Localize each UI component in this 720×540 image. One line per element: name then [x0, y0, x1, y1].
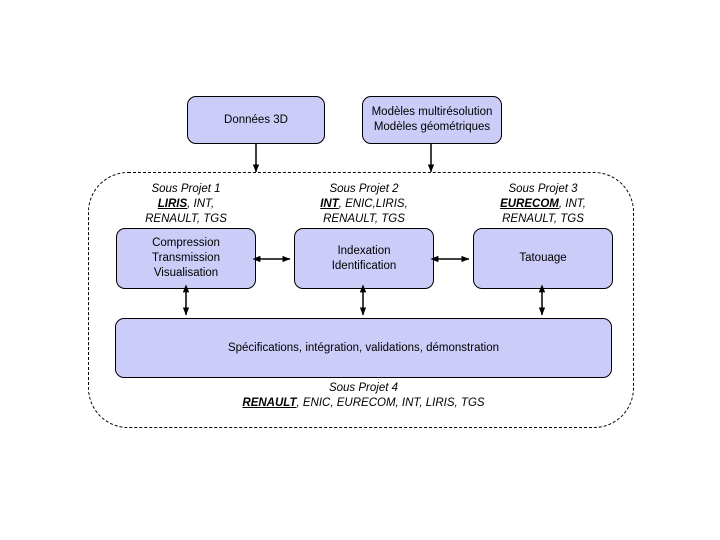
sous-projet-1-lead: LIRIS: [157, 198, 188, 210]
sous-projet-2-title: Sous Projet 2: [329, 183, 399, 195]
process-box-compression-line2: Transmission: [152, 252, 220, 264]
sous-projet-3-partners: , INT,: [558, 198, 586, 210]
sous-projet-1-title: Sous Projet 1: [151, 183, 221, 195]
sous-projet-3-lead: EURECOM: [500, 198, 559, 210]
process-box-tatouage[interactable]: Tatouage: [473, 228, 613, 289]
input-box-modeles-line1: Modèles multirésolution: [371, 106, 493, 118]
connector-donnees-to-region: [252, 144, 260, 173]
connector-compression-indexation: [252, 255, 291, 263]
connector-indexation-specifications: [359, 284, 367, 316]
integration-box-label: Spécifications, intégration, validations…: [227, 341, 500, 354]
input-box-modeles[interactable]: Modèles multirésolution Modèles géométri…: [362, 96, 502, 144]
sous-projet-1-partners: , INT,: [187, 198, 215, 210]
sous-projet-1-partners-line2: RENAULT, TGS: [145, 213, 227, 225]
sous-projet-4-partners: , ENIC, EURECOM, INT, LIRIS, TGS: [296, 397, 485, 409]
input-box-donnees-3d-label: Données 3D: [224, 113, 288, 126]
connector-indexation-tatouage: [430, 255, 470, 263]
sous-projet-3-title: Sous Projet 3: [508, 183, 578, 195]
connector-tatouage-specifications: [538, 284, 546, 316]
process-box-indexation[interactable]: Indexation Identification: [294, 228, 434, 289]
process-box-indexation-line1: Indexation: [337, 244, 391, 257]
connector-modeles-to-region: [427, 144, 435, 173]
sous-projet-4-caption: Sous Projet 4 RENAULT, ENIC, EURECOM, IN…: [115, 381, 612, 411]
sous-projet-2-lead: INT: [320, 198, 339, 210]
input-box-modeles-line2: Modèles géométriques: [373, 121, 491, 133]
connector-compression-specifications: [182, 284, 190, 316]
sous-projet-3-caption: Sous Projet 3 EURECOM, INT, RENAULT, TGS: [473, 182, 613, 227]
sous-projet-2-partners: , ENIC,LIRIS,: [338, 198, 408, 210]
process-box-compression-line3: Visualisation: [153, 267, 219, 279]
sous-projet-4-title: Sous Projet 4: [328, 382, 399, 394]
sous-projet-2-caption: Sous Projet 2 INT, ENIC,LIRIS, RENAULT, …: [294, 182, 434, 227]
input-box-donnees-3d[interactable]: Données 3D: [187, 96, 325, 144]
process-box-compression-line1: Compression: [152, 237, 220, 249]
sous-projet-3-partners-line2: RENAULT, TGS: [502, 213, 584, 225]
process-box-indexation-line2: Identification: [331, 259, 397, 272]
sous-projet-4-lead: RENAULT: [242, 397, 297, 409]
process-box-tatouage-line1: Tatouage: [519, 252, 567, 264]
subprojects-dashed-container: [88, 172, 634, 428]
process-box-compression[interactable]: Compression Transmission Visualisation: [116, 228, 256, 289]
sous-projet-1-caption: Sous Projet 1 LIRIS, INT, RENAULT, TGS: [116, 182, 256, 227]
sous-projet-2-partners-line2: RENAULT, TGS: [323, 213, 405, 225]
integration-box-specifications[interactable]: Spécifications, intégration, validations…: [115, 318, 612, 378]
